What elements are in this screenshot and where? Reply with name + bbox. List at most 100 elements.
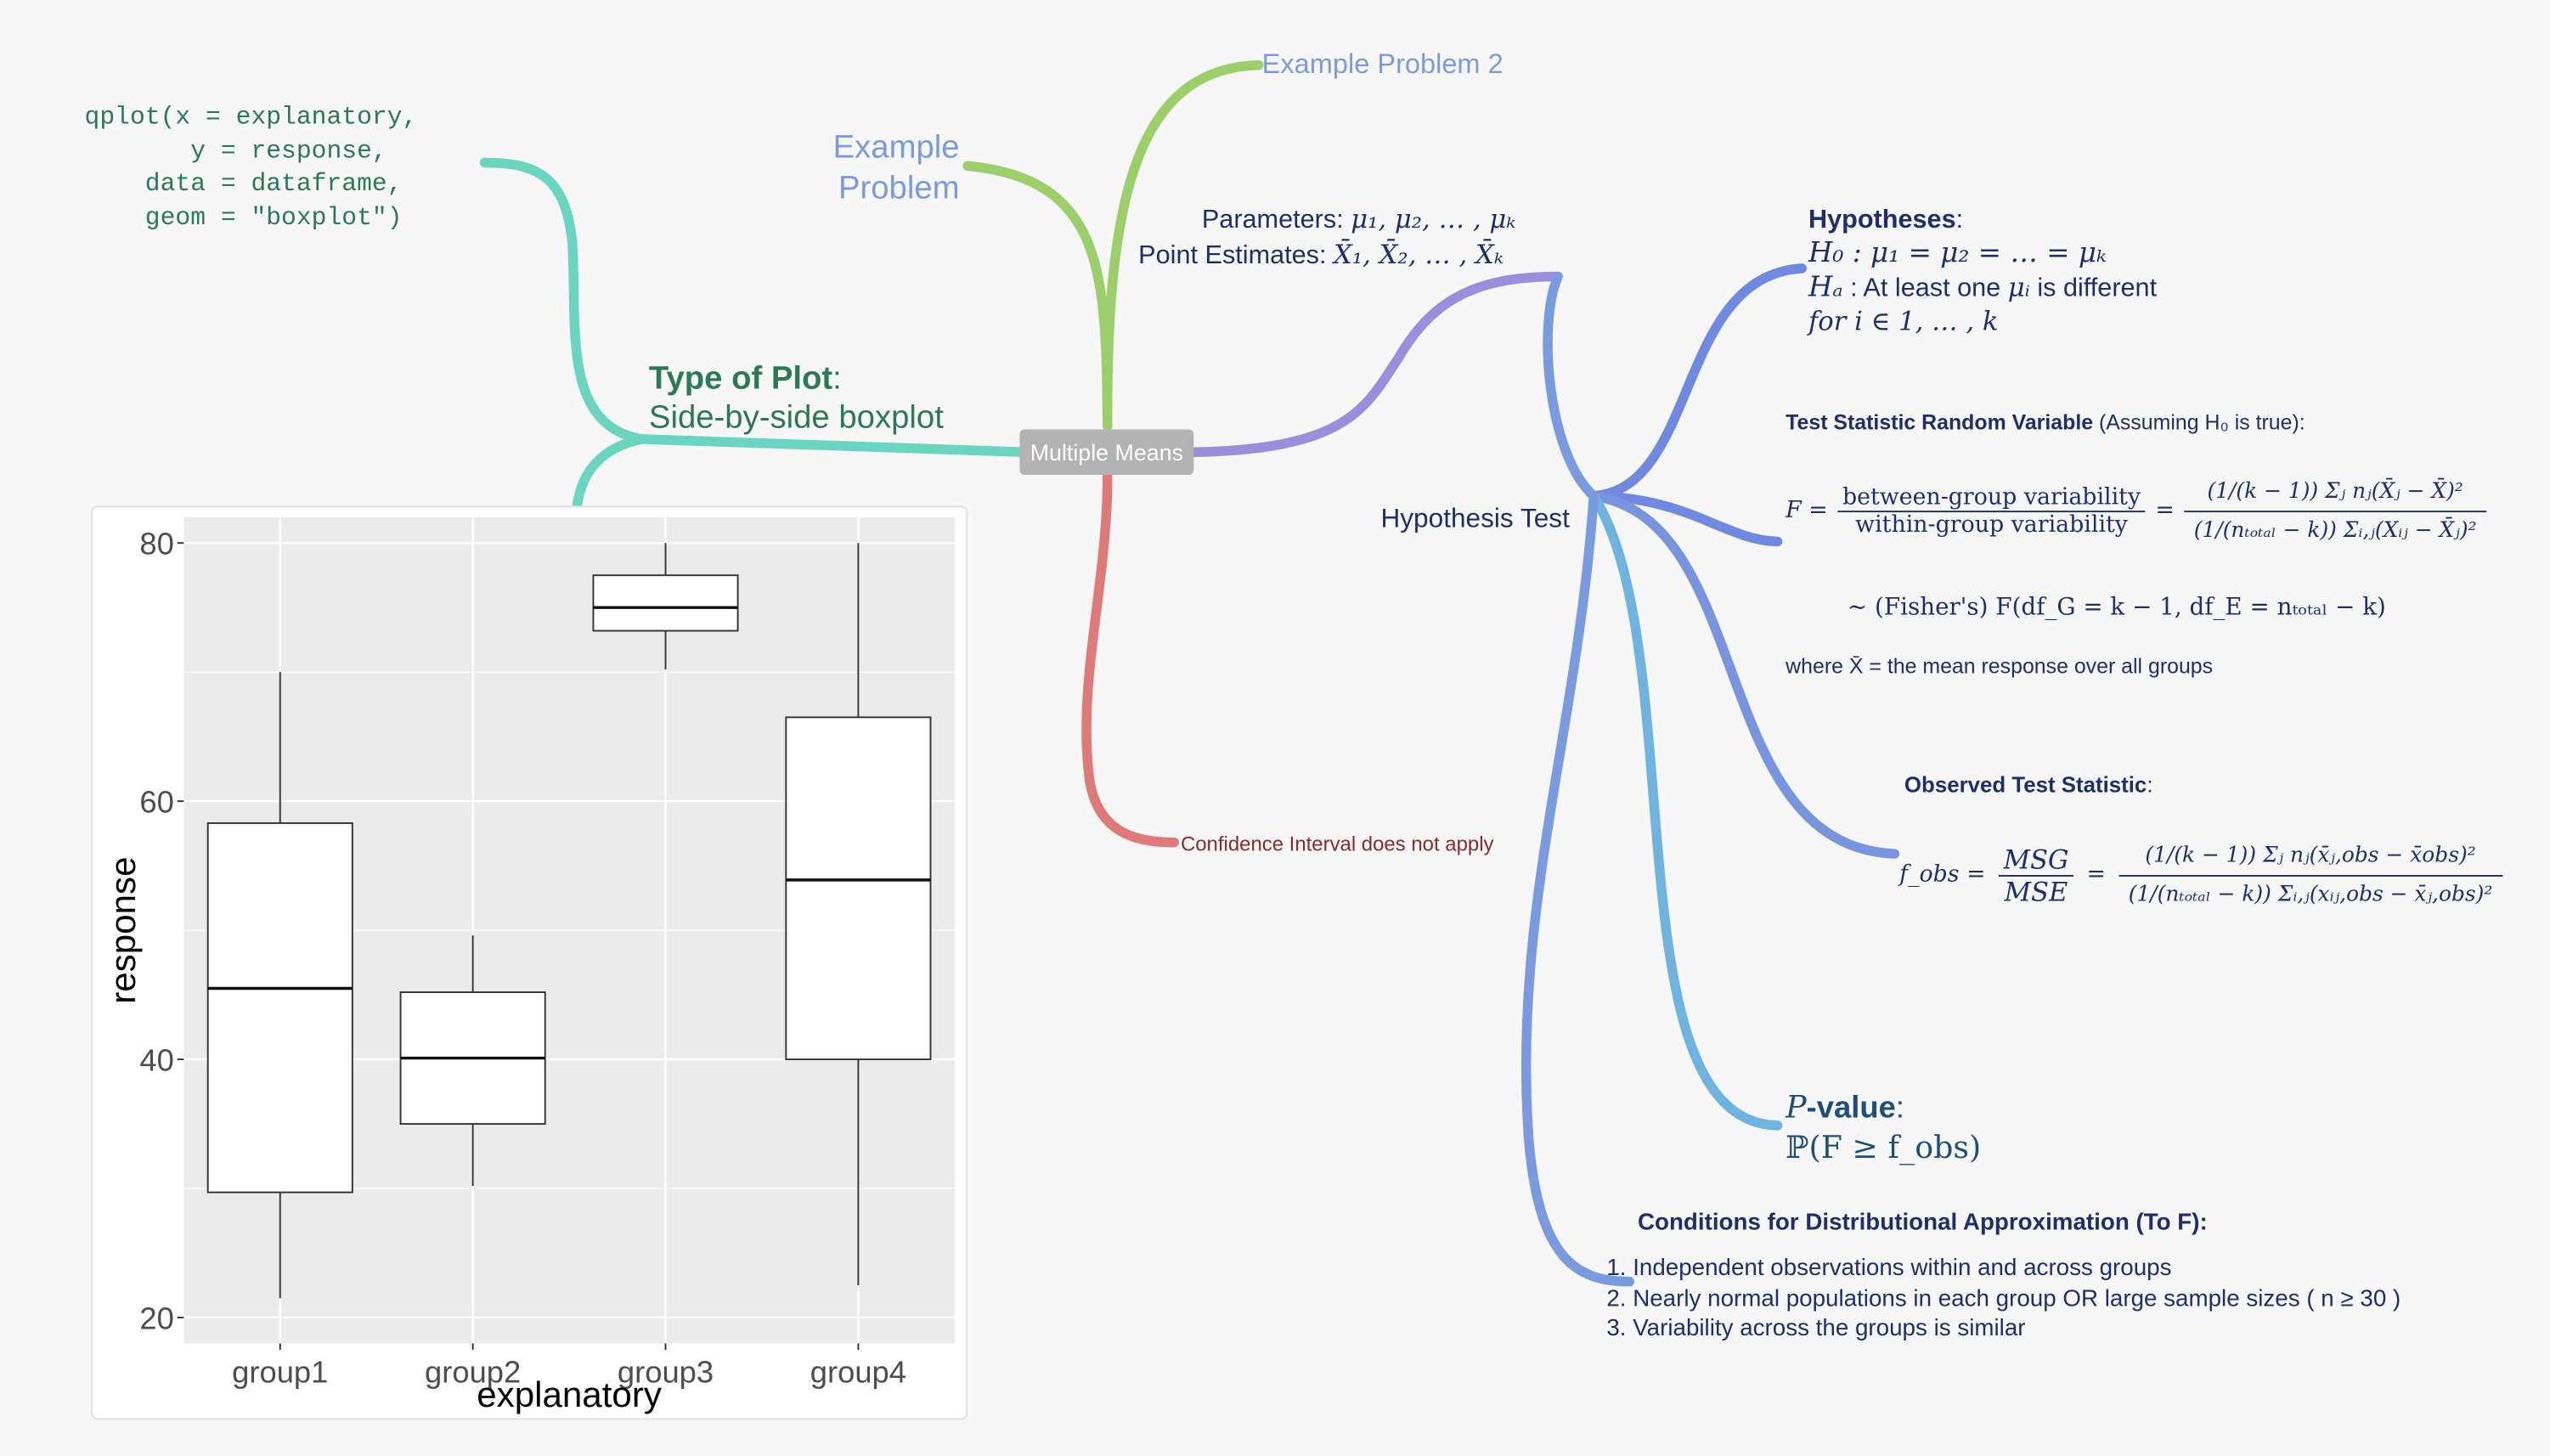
y-tick-label: 60 bbox=[139, 785, 173, 820]
pvalue-sep: : bbox=[1895, 1091, 1904, 1126]
alt-hypothesis-suffix: is different bbox=[2029, 274, 2158, 303]
parameters-line: Parameters: μ₁, μ₂, … , μₖ bbox=[1202, 203, 1516, 235]
x-tick-label: group1 bbox=[232, 1354, 328, 1389]
box-group1 bbox=[206, 672, 353, 1299]
center-node-multiple-means[interactable]: Multiple Means bbox=[1019, 429, 1194, 476]
plot-type-label: Type of Plot bbox=[648, 361, 833, 398]
hypotheses-title: Hypotheses bbox=[1808, 206, 1956, 234]
variability-fraction: between-group variability within-group v… bbox=[1837, 484, 2146, 538]
boxplot-chart: 20 40 60 80 group1 group2 group3 group4 explan… bbox=[103, 516, 955, 1414]
hypotheses-block: Hypotheses: H₀ : μ₁ = μ₂ = … = μₖ Hₐ : A… bbox=[1808, 205, 2157, 340]
connector-pvalue bbox=[1588, 491, 1783, 1131]
y-tick-labels: 20 40 60 80 bbox=[139, 527, 184, 1335]
observed-title: Observed Test Statistic bbox=[1904, 772, 2147, 798]
pvalue-rest: -value bbox=[1806, 1091, 1896, 1126]
connector-observed bbox=[1588, 491, 1900, 859]
y-tick-label: 40 bbox=[139, 1042, 173, 1077]
connector-example-problem-2 bbox=[1103, 59, 1264, 432]
condition-item: Nearly normal populations in each group … bbox=[1633, 1284, 2400, 1314]
pvalue-p: P bbox=[1786, 1089, 1807, 1126]
y-axis-label: response bbox=[103, 856, 143, 1003]
example-problem-node[interactable]: Example Problem bbox=[813, 128, 960, 210]
test-statistic-formula: F = between-group variability within-gro… bbox=[1786, 449, 2487, 573]
connector-confidence-interval bbox=[1081, 470, 1180, 848]
plot-boxes bbox=[206, 543, 932, 1299]
point-estimates-label: Point Estimates: bbox=[1138, 242, 1327, 270]
x-tick-label: group4 bbox=[810, 1354, 906, 1389]
parameters-math: μ₁, μ₂, … , μₖ bbox=[1351, 203, 1516, 234]
connector-boxplot bbox=[572, 434, 647, 510]
connector-hypothesis-test bbox=[1543, 271, 1599, 501]
pvalue-block: P-value: ℙ(F ≥ f_obs) bbox=[1786, 1088, 1981, 1170]
msg: MSG bbox=[1998, 844, 2074, 876]
msg-mse-fraction: MSG MSE bbox=[1998, 844, 2074, 907]
test-statistic-assumption: (Assuming H₀ is true): bbox=[2093, 409, 2305, 435]
test-statistic-title-line: Test Statistic Random Variable (Assuming… bbox=[1786, 409, 2305, 434]
f-formula-fraction: (1/(k − 1)) Σⱼ nⱼ(X̄ⱼ − X̄)² (1/(nₜₒₜₐₗ … bbox=[2184, 472, 2487, 549]
pvalue-expression: ℙ(F ≥ f_obs) bbox=[1786, 1130, 1982, 1166]
observed-fraction: (1/(k − 1)) Σⱼ nⱼ(x̄ⱼ,obs − x̄obs)² (1/(… bbox=[2118, 837, 2502, 913]
plot-type-sep: : bbox=[832, 361, 842, 398]
box-group2 bbox=[399, 935, 546, 1187]
condition-item: Independent observations within and acro… bbox=[1633, 1254, 2400, 1284]
alt-hypothesis-symbol: Hₐ bbox=[1808, 271, 1843, 305]
example-problem-line1: Example bbox=[832, 130, 960, 166]
test-statistic-title: Test Statistic Random Variable bbox=[1786, 409, 2094, 435]
alt-hypothesis-mu: μᵢ bbox=[2007, 271, 2030, 303]
parameters-label: Parameters: bbox=[1201, 206, 1344, 234]
observed-numerator: (1/(k − 1)) Σⱼ nⱼ(x̄ⱼ,obs − x̄obs)² bbox=[2118, 837, 2502, 876]
point-estimates-line: Point Estimates: X̄₁, X̄₂, … , X̄ₖ bbox=[1138, 239, 1503, 271]
plot-type-node[interactable]: Type of Plot: Side-by-side boxplot bbox=[649, 359, 944, 437]
x-tick-label: group3 bbox=[618, 1354, 714, 1389]
boxplot-panel: 20 40 60 80 group1 group2 group3 group4 explan… bbox=[91, 505, 968, 1420]
point-estimates-math: X̄₁, X̄₂, … , X̄ₖ bbox=[1334, 239, 1503, 270]
f-formula-denominator: (1/(nₜₒₜₐₗ − k)) Σᵢ,ⱼ(Xᵢⱼ − X̄ⱼ)² bbox=[2193, 517, 2477, 543]
box-group3 bbox=[592, 543, 739, 670]
example-problem-line2: Problem bbox=[838, 171, 960, 207]
connector-test-statistic bbox=[1588, 491, 1783, 547]
connector-example-problem bbox=[962, 161, 1113, 432]
alt-hypothesis-text: : At least one bbox=[1842, 274, 2008, 303]
x-tick-labels: group1 group2 group3 group4 bbox=[232, 1343, 906, 1389]
observed-equals: = bbox=[2086, 861, 2106, 889]
mean-definition: where X̄ = the mean response over all gr… bbox=[1786, 653, 2214, 679]
hypothesis-test-node[interactable]: Hypothesis Test bbox=[1380, 504, 1570, 533]
variability-denominator: within-group variability bbox=[1855, 511, 2128, 538]
example-problem-2-node[interactable]: Example Problem 2 bbox=[1261, 48, 1503, 80]
iqr-box bbox=[206, 822, 353, 1194]
mse: MSE bbox=[2004, 875, 2068, 907]
connector-hypotheses bbox=[1588, 263, 1808, 501]
box-group4 bbox=[785, 543, 932, 1286]
connector-plot-type bbox=[637, 434, 1030, 457]
confidence-interval-node[interactable]: Confidence Interval does not apply bbox=[1180, 832, 1494, 856]
x-axis-label: explanatory bbox=[477, 1374, 662, 1414]
conditions-title: Conditions for Distributional Approximat… bbox=[1637, 1210, 2208, 1237]
qplot-code-block: qplot(x = explanatory, y = response, dat… bbox=[84, 102, 418, 232]
connector-conditions bbox=[1520, 491, 1635, 1287]
connector-code bbox=[479, 157, 647, 444]
y-tick-label: 20 bbox=[139, 1301, 173, 1335]
f-formula-numerator: (1/(k − 1)) Σⱼ nⱼ(X̄ⱼ − X̄)² bbox=[2184, 472, 2487, 512]
plot-type-value: Side-by-side boxplot bbox=[648, 399, 944, 437]
hypotheses-sep: : bbox=[1955, 206, 1964, 234]
f-obs-symbol: f_obs = bbox=[1899, 861, 1986, 889]
observed-formula: f_obs = MSG MSE = (1/(k − 1)) Σⱼ nⱼ(x̄ⱼ,… bbox=[1899, 810, 2502, 940]
f-distribution: ~ (Fisher's) F(df_G = k − 1, df_E = nₜₒₜ… bbox=[1847, 595, 2386, 622]
connector-parameters bbox=[1190, 271, 1563, 457]
f-symbol: F = bbox=[1786, 497, 1828, 524]
observed-denominator: (1/(nₜₒₜₐₗ − k)) Σᵢ,ⱼ(xᵢⱼ,obs − x̄ⱼ,obs)… bbox=[2128, 882, 2493, 907]
null-hypothesis: H₀ : μ₁ = μ₂ = … = μₖ bbox=[1808, 237, 2107, 270]
x-tick-label: group2 bbox=[425, 1354, 521, 1389]
observed-sep: : bbox=[2147, 772, 2153, 798]
y-tick-label: 80 bbox=[139, 527, 173, 562]
test-statistic-equals: = bbox=[2155, 497, 2175, 524]
observed-title-line: Observed Test Statistic: bbox=[1904, 772, 2153, 797]
alt-hypothesis-range: for i ∈ 1, … , k bbox=[1808, 305, 1999, 337]
variability-numerator: between-group variability bbox=[1837, 484, 2146, 512]
iqr-box bbox=[785, 716, 932, 1061]
iqr-box bbox=[592, 574, 739, 632]
condition-item: Variability across the groups is similar bbox=[1633, 1314, 2400, 1344]
conditions-list: Independent observations within and acro… bbox=[1597, 1254, 2400, 1344]
